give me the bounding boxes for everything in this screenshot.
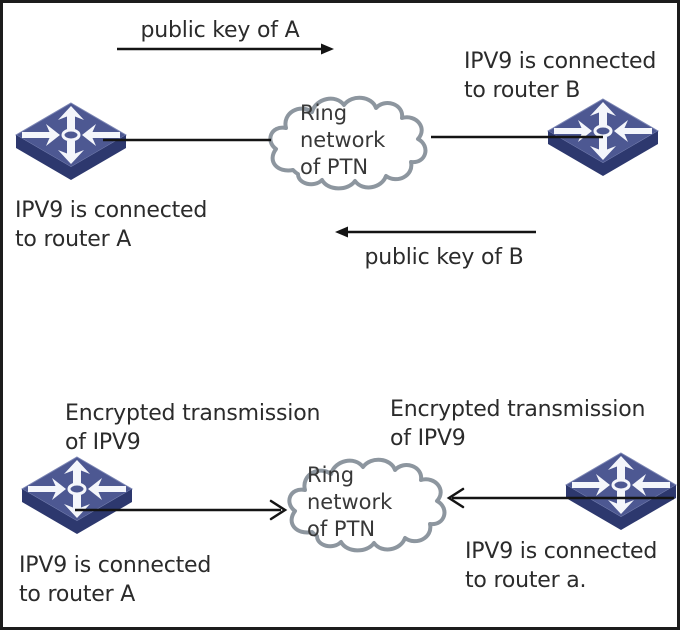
encrypted-right-arrowhead-icon: [446, 487, 465, 509]
router-a2-bottom-caption: IPV9 is connected to router a.: [465, 539, 658, 593]
ptn-cloud-top-label: Ring network of PTN: [300, 101, 386, 179]
public-key-a-arrowhead-icon: [321, 43, 334, 55]
encrypted-transmission-right-label: Encrypted transmission of IPV9: [390, 397, 646, 451]
ptn-cloud-bottom-label: Ring network of PTN: [307, 463, 393, 541]
encrypted-transmission-left-label: Encrypted transmission of IPV9: [65, 401, 321, 455]
router-a-bottom-caption: IPV9 is connected to router A: [19, 553, 212, 607]
public-key-b-arrowhead-icon: [335, 226, 348, 238]
router-a-top-icon: [14, 101, 128, 182]
router-a2-bottom-icon: [564, 451, 677, 532]
public-key-b-label: public key of B: [364, 245, 524, 270]
router-a-top-caption: IPV9 is connected to router A: [15, 198, 208, 252]
router-b-caption: IPV9 is connected to router B: [464, 49, 657, 103]
public-key-a-label: public key of A: [140, 18, 300, 43]
diagram-art: [14, 43, 677, 553]
encrypted-left-arrowhead-icon: [269, 499, 288, 521]
router-a-bottom-icon: [20, 455, 134, 536]
